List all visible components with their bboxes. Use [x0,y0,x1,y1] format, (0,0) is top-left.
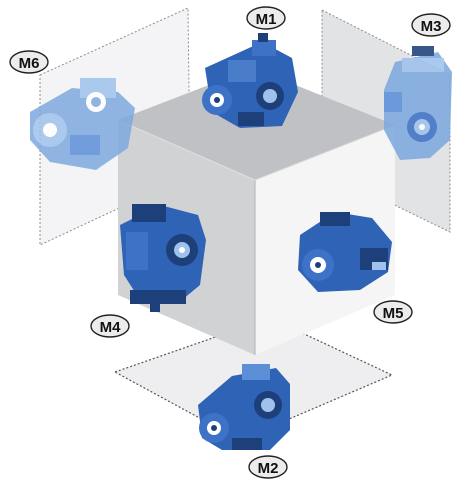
label-m6: M6 [9,50,49,74]
label-m1-badge [246,6,286,30]
motor-m4 [120,204,206,312]
label-m5: M5 [373,300,413,324]
motor-m3 [384,46,452,160]
label-m6-text: M6 [19,55,40,72]
label-m2-badge [248,455,288,479]
label-m4-badge [90,314,130,338]
motor-m1 [202,33,298,128]
label-m6-badge [9,50,49,74]
label-m3-badge [411,13,451,37]
label-m2-text: M2 [258,460,279,477]
label-m1-text: M1 [256,11,277,28]
label-m5-text: M5 [383,305,404,322]
label-m1: M1 [246,6,286,30]
motor-m5 [298,212,392,292]
label-m2: M2 [248,455,288,479]
label-m4-text: M4 [100,319,121,336]
label-m4: M4 [90,314,130,338]
motor-m6 [30,78,135,170]
label-m5-badge [373,300,413,324]
label-m3: M3 [411,13,451,37]
motor-m2 [198,364,290,450]
label-m3-text: M3 [421,18,442,35]
